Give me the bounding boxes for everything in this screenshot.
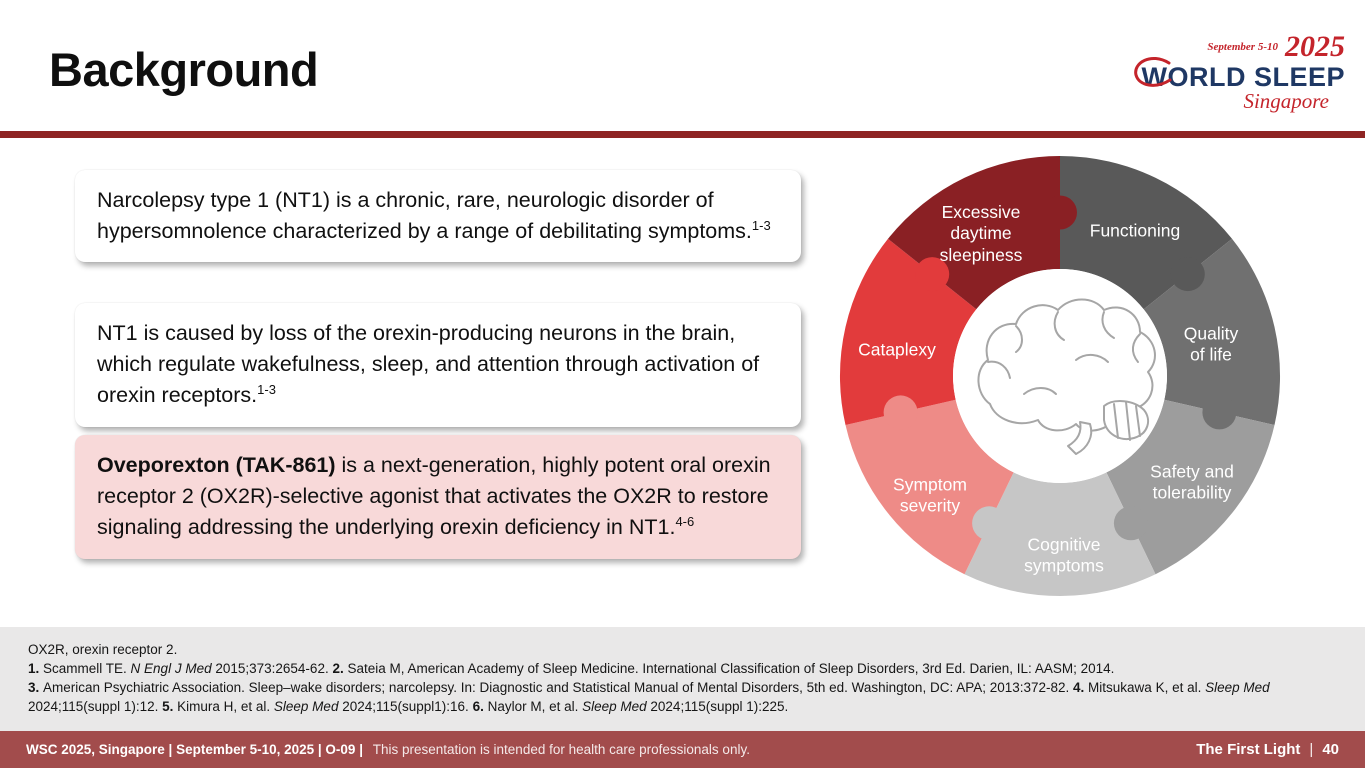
logo-dates: September 5-10	[1207, 41, 1278, 53]
segment-label-cataplexy: Cataplexy	[858, 339, 936, 360]
info-box-nt1-definition: Narcolepsy type 1 (NT1) is a chronic, ra…	[75, 170, 801, 263]
info-box-text: Narcolepsy type 1 (NT1) is a chronic, ra…	[97, 188, 752, 244]
segment-label-symptom-severity: Symptom severity	[893, 474, 967, 516]
logo-location: Singapore	[1243, 89, 1329, 114]
footer-bar: WSC 2025, Singapore | September 5-10, 20…	[0, 731, 1365, 768]
footer-separator: |	[1309, 741, 1314, 758]
logo-year: 2025	[1285, 30, 1345, 63]
citation-superscript: 1-3	[257, 382, 276, 398]
segment-label-safety: Safety and tolerability	[1150, 461, 1234, 503]
reference-line: 1. Scammell TE. N Engl J Med 2015;373:26…	[28, 661, 1115, 677]
puzzle-knob	[1202, 395, 1237, 430]
audience-note: This presentation is intended for health…	[372, 742, 750, 757]
narcolepsy-impact-wheel: Functioning Quality of life Safety and t…	[838, 154, 1282, 598]
conference-info: WSC 2025, Singapore | September 5-10, 20…	[26, 742, 363, 757]
wedge-safety-tolerability	[1106, 399, 1275, 575]
world-sleep-logo: September 5-10 2025 WORLD SLEEP Singapor…	[1134, 30, 1345, 114]
slide-body: Narcolepsy type 1 (NT1) is a chronic, ra…	[0, 138, 1365, 627]
info-box-nt1-cause: NT1 is caused by loss of the orexin-prod…	[75, 303, 801, 427]
puzzle-knob	[1113, 506, 1148, 541]
wedge-cognitive-symptoms	[964, 472, 1156, 597]
segment-label-eds: Excessive daytime sleepiness	[939, 201, 1023, 265]
footer-right: The First Light | 40	[1196, 741, 1339, 758]
slide-header: Background September 5-10 2025 WORLD SLE…	[0, 0, 1365, 131]
citation-superscript: 4-6	[675, 514, 695, 530]
puzzle-ring	[839, 156, 1281, 597]
info-box-text: NT1 is caused by loss of the orexin-prod…	[97, 321, 760, 408]
references-block: OX2R, orexin receptor 2. 1. Scammell TE.…	[0, 627, 1365, 731]
drug-name: Oveporexton (TAK-861)	[97, 453, 336, 477]
puzzle-knob	[883, 395, 918, 430]
puzzle-knob	[972, 506, 1007, 541]
wedge-symptom-severity	[845, 399, 1014, 575]
footer-left: WSC 2025, Singapore | September 5-10, 20…	[26, 742, 750, 757]
puzzle-knob	[1043, 195, 1077, 230]
brain-icon	[977, 298, 1156, 455]
citation-superscript: 1-3	[751, 218, 771, 234]
segment-label-cognitive: Cognitive symptoms	[1024, 534, 1104, 576]
abbreviation-line: OX2R, orexin receptor 2.	[28, 642, 178, 657]
puzzle-knob	[1170, 257, 1205, 292]
puzzle-knob	[915, 257, 950, 292]
page-number: 40	[1322, 741, 1339, 758]
segment-label-quality-of-life: Quality of life	[1183, 323, 1239, 365]
page-title: Background	[49, 43, 319, 96]
info-box-oveporexton: Oveporexton (TAK-861) is a next-generati…	[75, 435, 801, 559]
segment-label-functioning: Functioning	[1089, 220, 1181, 241]
accent-divider	[0, 131, 1365, 138]
logo-name: WORLD SLEEP	[1141, 62, 1345, 92]
reference-line: 3. American Psychiatric Association. Sle…	[28, 680, 1270, 715]
info-box-text: is a next-generation, highly potent oral…	[97, 453, 771, 540]
presentation-title: The First Light	[1196, 741, 1301, 758]
